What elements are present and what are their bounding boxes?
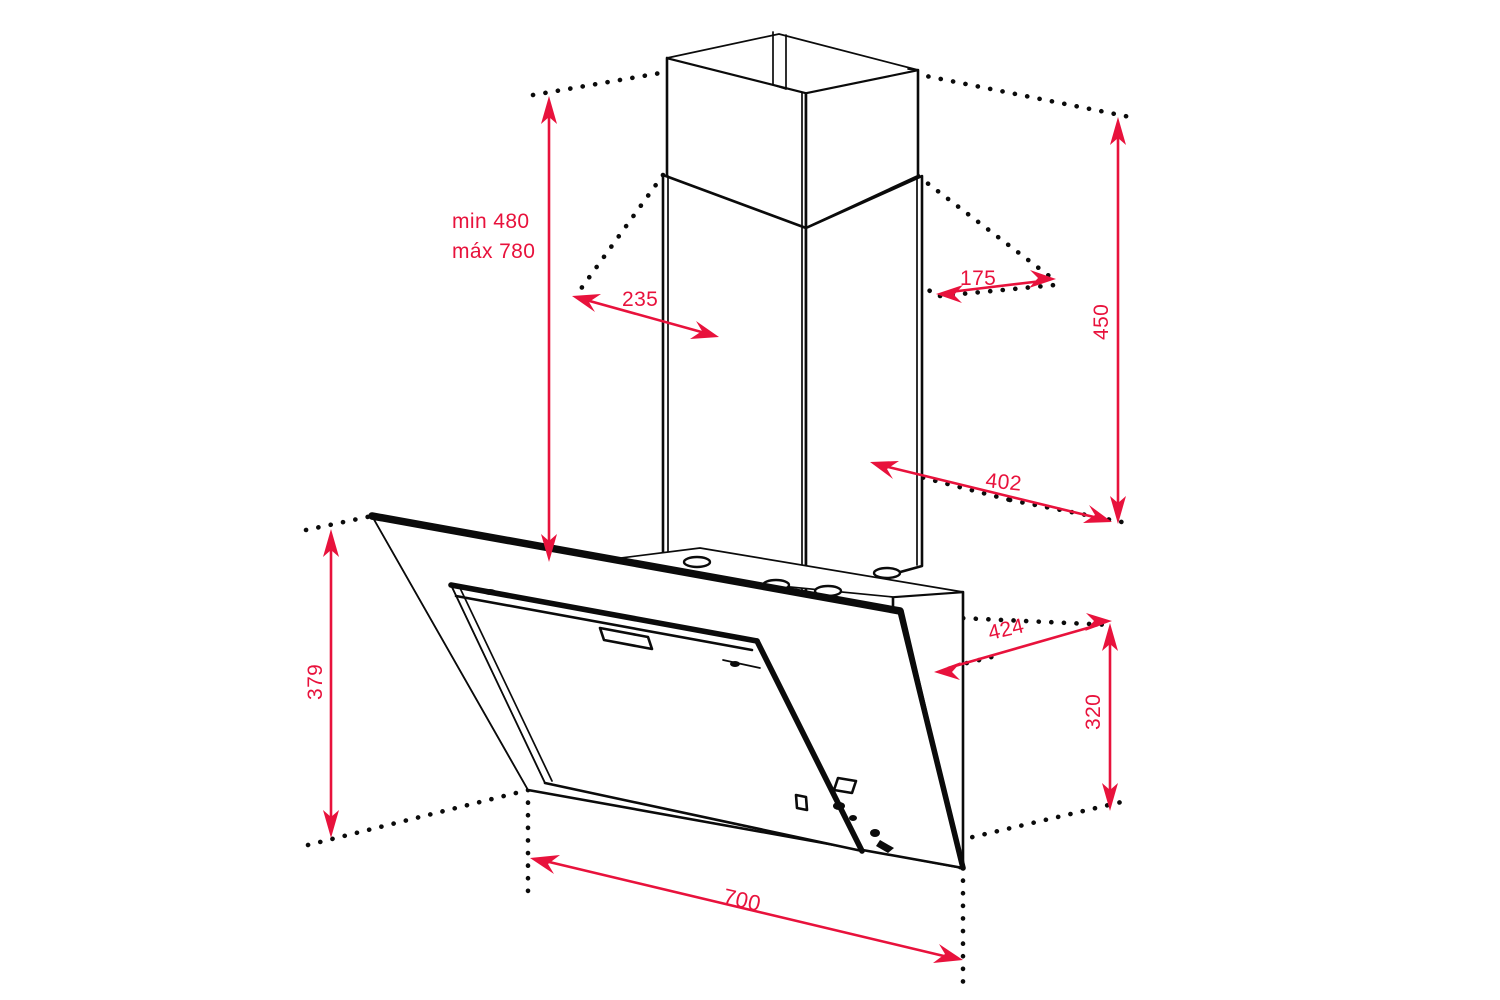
dim-arrowhead-402-left <box>870 461 899 479</box>
dimension-379: 379 <box>304 529 339 838</box>
dim-arrowhead-chimney-top <box>541 96 557 124</box>
glass-panel-bottom-edge <box>526 788 965 870</box>
dimension-402: 402 <box>870 461 1112 523</box>
dim-line-175 <box>949 279 1043 294</box>
inner-filter-frame <box>448 582 865 854</box>
dim-label-402: 402 <box>984 469 1022 496</box>
filter-detail-b <box>722 659 761 669</box>
dim-arrowhead-402-right <box>1083 505 1112 523</box>
lower-chimney <box>661 173 924 600</box>
dimension-175: 175 <box>936 267 1056 303</box>
dim-label-424: 424 <box>986 614 1026 645</box>
dim-arrowhead-235-right <box>690 321 719 339</box>
lower-chimney-left-face <box>661 173 808 600</box>
aux-line-424-top <box>935 614 1115 628</box>
dim-line-402 <box>883 464 1099 520</box>
control-button-3 <box>870 829 880 837</box>
control-button-1 <box>833 802 845 810</box>
dim-arrowhead-235-left <box>572 294 601 312</box>
deck-vent-1 <box>682 555 712 569</box>
upper-chimney-tab-right <box>907 68 919 81</box>
dim-arrowhead-175-left <box>936 285 963 303</box>
dim-arrowhead-450-bottom <box>1110 496 1126 524</box>
dim-line-235 <box>585 298 706 335</box>
dim-arrowhead-320-top <box>1102 623 1118 651</box>
glass-panel-top-edge <box>368 512 904 615</box>
dim-arrowhead-175-right <box>1029 270 1056 288</box>
aux-line-top-left <box>530 68 675 98</box>
dimension-chimney-height: min 480 máx 780 <box>452 96 557 562</box>
filter-frame-top-bar-inner <box>454 594 754 652</box>
filter-detail-a <box>493 591 521 599</box>
filter-handle-recess <box>598 626 654 651</box>
control-button-4 <box>876 840 894 853</box>
display-icon <box>832 776 858 795</box>
dim-arrowhead-379-bottom <box>323 810 339 838</box>
upper-chimney <box>665 31 920 230</box>
filter-frame-left-edge <box>450 584 546 784</box>
filter-frame-right-edge <box>754 638 865 854</box>
dim-line-700 <box>544 859 949 959</box>
dim-arrowhead-700-left <box>530 855 560 874</box>
deck-vent-4 <box>872 566 902 580</box>
aux-line-379-top <box>303 513 375 533</box>
glass-panel-left-edge <box>371 515 529 791</box>
dim-arrowhead-424-right <box>1085 613 1112 631</box>
filter-frame-bottom-edge <box>543 781 864 853</box>
glass-panel-right-edge <box>897 608 966 871</box>
aux-line-379-bottom <box>305 787 531 848</box>
dim-label-min480: min 480 <box>452 210 530 233</box>
aux-line-175-diag-b <box>915 173 1060 285</box>
dim-arrowhead-320-bottom <box>1102 783 1118 811</box>
filter-clip-left <box>484 589 496 595</box>
control-button-2 <box>849 815 857 821</box>
dimension-235: 235 <box>572 288 719 339</box>
aux-line-top-right <box>913 71 1133 120</box>
dim-arrowhead-450-top <box>1110 117 1126 145</box>
dim-arrowhead-chimney-bottom <box>541 534 557 562</box>
dim-label-175: 175 <box>960 267 996 290</box>
dimension-700: 700 <box>530 855 963 963</box>
upper-chimney-back-edge-c <box>772 84 787 90</box>
aux-line-235-upper <box>572 172 666 300</box>
dimension-450: 450 <box>1090 117 1126 524</box>
filter-frame-left-edge-inner <box>459 587 553 782</box>
dim-label-235: 235 <box>622 288 658 311</box>
dim-arrowhead-424-left <box>934 662 961 680</box>
dim-arrowhead-700-right <box>933 944 963 963</box>
aux-line-320-bottom <box>957 797 1133 843</box>
dim-label-max780: máx 780 <box>452 240 535 263</box>
dim-label-379: 379 <box>304 664 327 700</box>
dim-arrowhead-379-top <box>323 529 339 557</box>
dim-label-700: 700 <box>721 884 764 917</box>
control-panel <box>794 776 894 853</box>
dim-label-450: 450 <box>1090 304 1113 340</box>
lower-chimney-right-face <box>804 174 924 600</box>
dimension-320: 320 <box>1082 623 1118 811</box>
dim-label-320: 320 <box>1082 694 1105 730</box>
dim-line-424 <box>947 623 1099 670</box>
light-switch-icon <box>794 793 809 812</box>
